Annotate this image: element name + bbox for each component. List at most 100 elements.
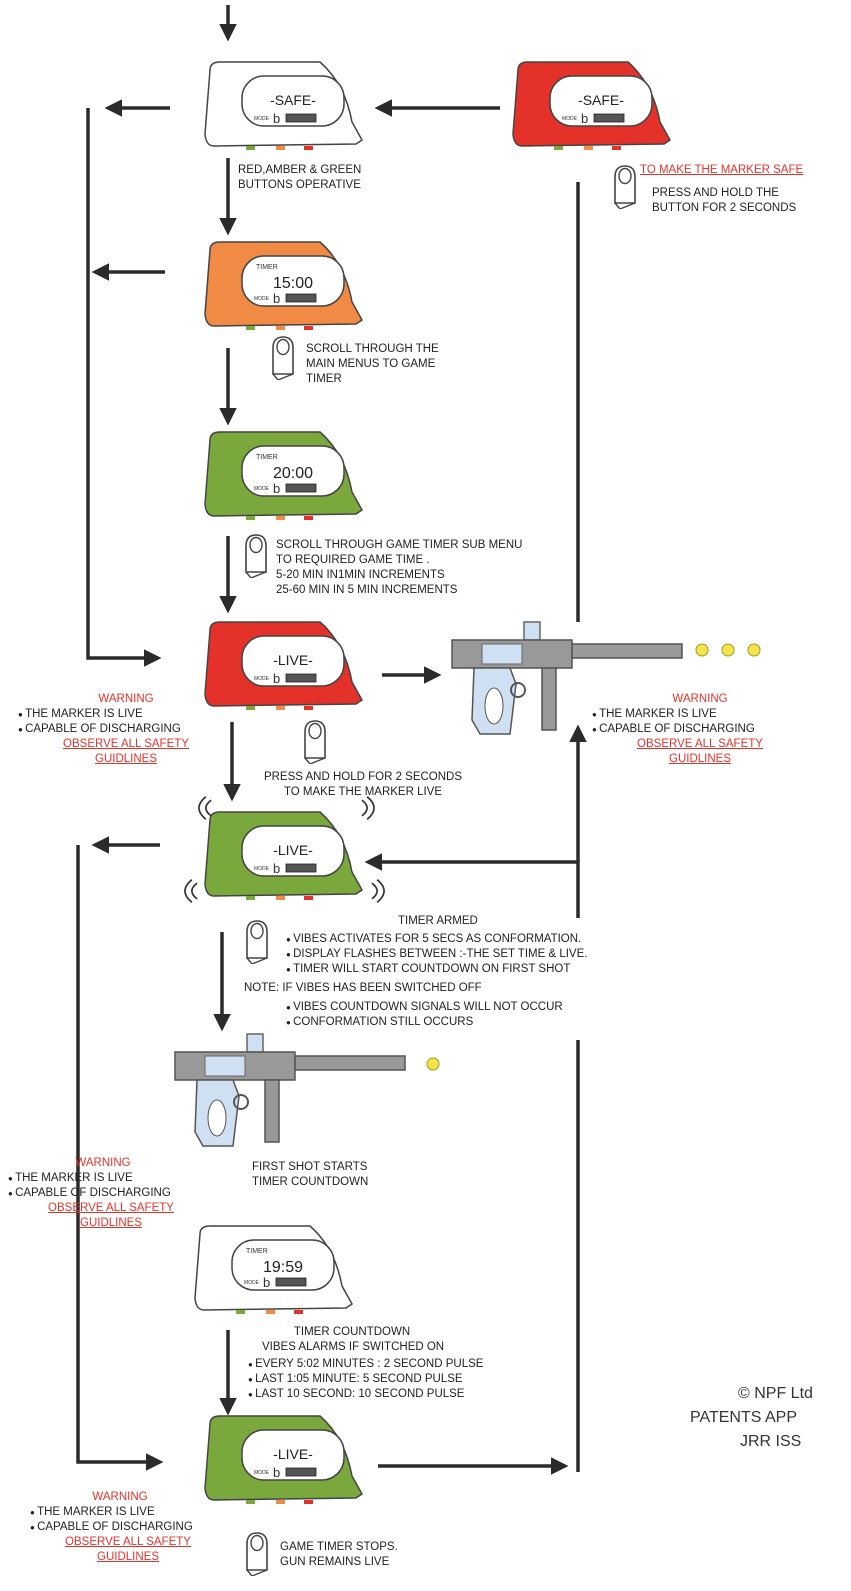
amber-button	[276, 326, 285, 330]
text-line: PRESS AND HOLD THE	[652, 187, 779, 199]
red-button	[304, 1500, 313, 1504]
amber-button	[266, 1310, 275, 1314]
b-label: b	[273, 861, 280, 876]
mode-label: MODE	[254, 116, 270, 122]
text-line: RED,AMBER & GREEN	[238, 164, 362, 176]
warning-line: GUIDLINES	[95, 753, 157, 765]
green-button	[246, 706, 255, 710]
timer-label: TIMER	[256, 454, 278, 461]
warning-line: OBSERVE ALL SAFETY	[637, 738, 763, 750]
warning-block-1: WARNING THE MARKER IS LIVE CAPABLE OF DI…	[18, 692, 218, 767]
red-button	[304, 516, 313, 520]
b-label: b	[273, 671, 280, 686]
list-item: EVERY 5:02 MINUTES : 2 SECOND PULSE	[248, 1357, 483, 1372]
scroll-sub-menu-text: SCROLL THROUGH GAME TIMER SUB MENU TO RE…	[276, 538, 522, 598]
text-line: TO REQUIRED GAME TIME .	[276, 554, 430, 566]
issue-line: JRR ISS	[740, 1433, 802, 1450]
display-value: -SAFE-	[270, 92, 316, 108]
text-line: GAME TIMER STOPS.	[280, 1541, 398, 1553]
warning-line: CAPABLE OF DISCHARGING	[592, 722, 792, 737]
mode-label: MODE	[562, 116, 578, 122]
arrow-left-loop-top	[86, 108, 162, 667]
arrow-left-loop-bottom	[76, 845, 164, 1471]
battery-icon	[285, 293, 317, 303]
warning-line: CAPABLE OF DISCHARGING	[18, 722, 218, 737]
battery-icon	[593, 113, 625, 123]
battery-icon	[285, 483, 317, 493]
unit-screen	[241, 255, 345, 307]
press-live-text: PRESS AND HOLD FOR 2 SECONDS TO MAKE THE…	[248, 770, 478, 800]
b-label: b	[263, 1275, 270, 1290]
timer-label: TIMER	[256, 264, 278, 271]
unit-screen	[241, 75, 345, 127]
b-label: b	[273, 1465, 280, 1480]
countdown-text: TIMER COUNTDOWN VIBES ALARMS IF SWITCHED…	[262, 1325, 444, 1355]
battery-icon	[285, 673, 317, 683]
red-button	[612, 146, 621, 150]
warning-line: CAPABLE OF DISCHARGING	[30, 1520, 230, 1535]
battery-icon	[285, 113, 317, 123]
mode-label: MODE	[254, 486, 270, 492]
warning-line: GUIDLINES	[669, 753, 731, 765]
text-line: TIMER	[306, 373, 342, 385]
unit-screen	[241, 1429, 345, 1481]
countdown-list: EVERY 5:02 MINUTES : 2 SECOND PULSE LAST…	[248, 1357, 483, 1402]
warning-line: OBSERVE ALL SAFETY	[63, 738, 189, 750]
green-button	[246, 516, 255, 520]
text-line: 5-20 MIN IN1MIN INCREMENTS	[276, 569, 445, 581]
copyright-line: © NPF Ltd	[738, 1385, 813, 1402]
red-button	[304, 146, 313, 150]
amber-button	[276, 706, 285, 710]
mode-label: MODE	[254, 676, 270, 682]
text-line: SCROLL THROUGH THE	[306, 343, 439, 355]
flow-arrows	[76, 5, 587, 1475]
list-item: LAST 1:05 MINUTE: 5 SECOND PULSE	[248, 1372, 483, 1387]
safe-instruction-text: PRESS AND HOLD THE BUTTON FOR 2 SECONDS	[652, 186, 796, 216]
scroll-main-menus-text: SCROLL THROUGH THE MAIN MENUS TO GAME TI…	[306, 342, 439, 387]
green-button	[246, 146, 255, 150]
text-line: TIMER COUNTDOWN	[252, 1176, 369, 1188]
warning-line: THE MARKER IS LIVE	[592, 707, 792, 722]
text-line: SCROLL THROUGH GAME TIMER SUB MENU	[276, 539, 523, 551]
text-line: MAIN MENUS TO GAME	[306, 358, 436, 370]
unit-screen	[231, 1239, 335, 1291]
warning-title: WARNING	[92, 1491, 148, 1503]
mode-label: MODE	[254, 296, 270, 302]
warning-title: WARNING	[75, 1157, 131, 1169]
mode-label: MODE	[254, 866, 270, 872]
text-line: TIMER COUNTDOWN	[293, 1326, 411, 1338]
mode-label: MODE	[254, 1470, 270, 1476]
red-button	[304, 326, 313, 330]
amber-button	[276, 896, 285, 900]
text-line: 25-60 MIN IN 5 MIN INCREMENTS	[276, 584, 458, 596]
warning-line: OBSERVE ALL SAFETY	[65, 1536, 191, 1548]
amber-button	[276, 516, 285, 520]
text-line: GUN REMAINS LIVE	[280, 1556, 390, 1568]
warning-line: OBSERVE ALL SAFETY	[48, 1202, 174, 1214]
unit-screen	[241, 635, 345, 687]
list-item: CONFORMATION STILL OCCURS	[286, 1015, 563, 1030]
list-item: TIMER WILL START COUNTDOWN ON FIRST SHOT	[286, 962, 587, 977]
red-button	[304, 896, 313, 900]
b-label: b	[273, 291, 280, 306]
warning-block-2: WARNING THE MARKER IS LIVE CAPABLE OF DI…	[592, 692, 792, 767]
amber-button	[276, 1500, 285, 1504]
amber-button	[584, 146, 593, 150]
unit-screen	[549, 75, 653, 127]
text-line: BUTTON FOR 2 SECONDS	[652, 202, 797, 214]
text-line: VIBES ALARMS IF SWITCHED ON	[262, 1341, 445, 1353]
text-line: BUTTONS OPERATIVE	[238, 179, 361, 191]
warning-title: WARNING	[98, 693, 154, 705]
display-value: -SAFE-	[578, 92, 624, 108]
arrow-to-armed	[364, 853, 580, 918]
timer-armed-title: TIMER ARMED	[398, 915, 478, 927]
battery-icon	[285, 863, 317, 873]
timer-armed-list: VIBES ACTIVATES FOR 5 SECS AS CONFORMATI…	[286, 932, 587, 977]
game-stops-text: GAME TIMER STOPS. GUN REMAINS LIVE	[280, 1540, 398, 1570]
